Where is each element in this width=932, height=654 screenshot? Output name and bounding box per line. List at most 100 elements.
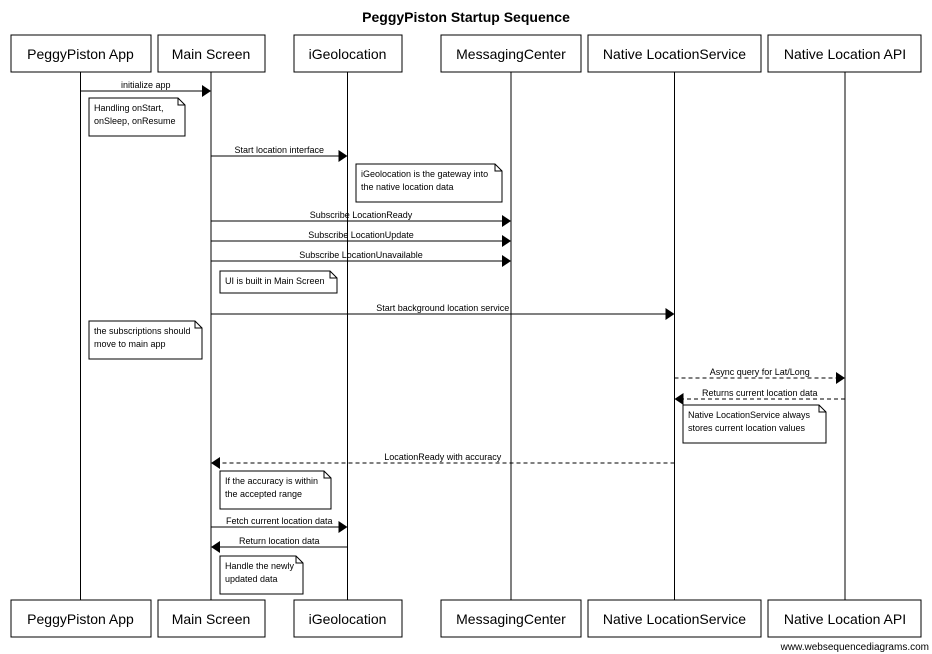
message-6: Start background location service (211, 303, 675, 320)
message-11: Return location data (211, 536, 348, 553)
message-4: Subscribe LocationUpdate (211, 230, 511, 247)
message-label: Return location data (239, 536, 320, 546)
actor-label: iGeolocation (309, 46, 387, 62)
note-text-line: onSleep, onResume (94, 116, 176, 126)
message-8: Returns current location data (674, 388, 845, 405)
actor-box-msg-bottom: MessagingCenter (440, 599, 582, 638)
message-label: initialize app (121, 80, 171, 90)
actor-label: iGeolocation (309, 611, 387, 627)
note-box (88, 97, 186, 137)
note-box (219, 270, 338, 294)
actor-label: Main Screen (172, 46, 251, 62)
note-box (219, 470, 332, 510)
note-text-line: Native LocationService always (688, 410, 811, 420)
note-fold-icon (177, 98, 185, 106)
note-box (355, 163, 503, 203)
actor-rect (440, 599, 582, 638)
notes: Handling onStart,onSleep, onResumeiGeolo… (88, 97, 827, 595)
note-box (682, 404, 827, 444)
actor-box-api-top: Native Location API (767, 34, 922, 73)
note-7: Handle the newly updated data (219, 555, 304, 595)
note-2: iGeolocation is the gateway into the nati… (355, 163, 503, 203)
actor-rect (293, 599, 403, 638)
note-fold-icon (194, 321, 202, 329)
note-text-line: updated data (225, 574, 278, 584)
actor-label: MessagingCenter (456, 46, 566, 62)
message-label: Subscribe LocationUnavailable (299, 250, 423, 260)
note-box (219, 555, 304, 595)
note-fold-icon (818, 405, 826, 413)
message-1: initialize app (80, 80, 211, 97)
message-7: Async query for Lat/Long (674, 367, 845, 384)
lifelines (80, 72, 846, 600)
actor-rect (440, 34, 582, 73)
message-9: LocationReady with accuracy (211, 452, 675, 469)
actor-label: Native Location API (784, 611, 906, 627)
note-text-line: the native location data (361, 182, 454, 192)
actor-rect (10, 34, 152, 73)
actors-bottom: PeggyPiston App Main Screen iGeolocation Me… (10, 599, 922, 638)
note-text-line: Handle the newly (225, 561, 295, 571)
note-text-line: move to main app (94, 339, 166, 349)
actor-label: Native LocationService (603, 611, 746, 627)
arrowhead-icon (202, 85, 211, 97)
note-text-line: If the accuracy is within (225, 476, 318, 486)
message-10: Fetch current location data (211, 516, 348, 533)
arrowhead-icon (502, 215, 511, 227)
note-fold-icon (295, 556, 303, 564)
actor-label: PeggyPiston App (27, 611, 134, 627)
note-text-line: iGeolocation is the gateway into (361, 169, 488, 179)
note-text-line: the accepted range (225, 489, 302, 499)
arrowhead-icon (502, 255, 511, 267)
arrowhead-icon (674, 393, 684, 405)
actor-rect (157, 599, 266, 638)
note-text-line: stores current location values (688, 423, 806, 433)
actor-rect (587, 599, 762, 638)
note-5: Native LocationService always stores curr… (682, 404, 827, 444)
actor-box-app-bottom: PeggyPiston App (10, 599, 152, 638)
actor-rect (157, 34, 266, 73)
note-fold-icon (323, 471, 331, 479)
message-2: Start location interface (211, 145, 348, 162)
arrowhead-icon (211, 541, 220, 553)
diagram-title: PeggyPiston Startup Sequence (362, 9, 570, 25)
actor-box-geo-bottom: iGeolocation (293, 599, 403, 638)
actor-label: PeggyPiston App (27, 46, 134, 62)
actor-rect (767, 599, 922, 638)
actor-box-main-top: Main Screen (157, 34, 266, 73)
arrowhead-icon (836, 372, 845, 384)
note-text-line: UI is built in Main Screen (225, 276, 325, 286)
arrowhead-icon (338, 150, 348, 162)
actor-box-app-top: PeggyPiston App (10, 34, 152, 73)
note-fold-icon (494, 164, 502, 172)
actor-rect (293, 34, 403, 73)
note-text-line: the subscriptions should (94, 326, 191, 336)
actor-rect (767, 34, 922, 73)
arrowhead-icon (338, 521, 348, 533)
note-3: UI is built in Main Screen (219, 270, 338, 294)
actor-label: Native Location API (784, 46, 906, 62)
note-fold-icon (329, 271, 337, 279)
arrowhead-icon (502, 235, 511, 247)
actor-rect (10, 599, 152, 638)
actor-box-main-bottom: Main Screen (157, 599, 266, 638)
message-label: Subscribe LocationUpdate (308, 230, 414, 240)
message-label: Subscribe LocationReady (310, 210, 413, 220)
actor-box-api-bottom: Native Location API (767, 599, 922, 638)
note-box (88, 320, 203, 360)
message-label: Returns current location data (702, 388, 818, 398)
message-label: Start location interface (234, 145, 324, 155)
actor-label: Native LocationService (603, 46, 746, 62)
actor-box-msg-top: MessagingCenter (440, 34, 582, 73)
message-label: Start background location service (376, 303, 509, 313)
message-label: Fetch current location data (226, 516, 333, 526)
message-label: Async query for Lat/Long (710, 367, 810, 377)
actor-rect (587, 34, 762, 73)
message-3: Subscribe LocationReady (211, 210, 511, 227)
actor-label: MessagingCenter (456, 611, 566, 627)
message-label: LocationReady with accuracy (384, 452, 502, 462)
actor-label: Main Screen (172, 611, 251, 627)
arrowhead-icon (665, 308, 675, 320)
